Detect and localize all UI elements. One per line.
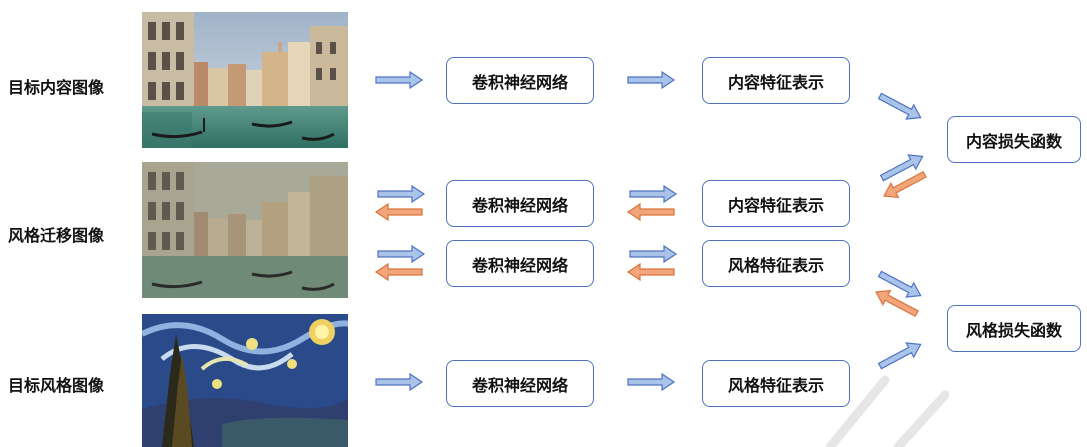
content-feature-box-2: 内容特征表示 [702, 180, 850, 227]
content-loss-box: 内容损失函数 [947, 116, 1081, 163]
transfer-image-label: 风格迁移图像 [8, 226, 105, 245]
style-target-label: 目标风格图像 [8, 376, 105, 395]
content-target-image [142, 12, 348, 148]
style-target-image [142, 314, 348, 447]
content-feature-box-1: 内容特征表示 [702, 57, 850, 104]
cnn-box-4: 卷积神经网络 [446, 360, 594, 407]
cnn-box-1: 卷积神经网络 [446, 57, 594, 104]
style-feature-box-4: 风格特征表示 [702, 360, 850, 407]
cnn-box-3: 卷积神经网络 [446, 240, 594, 287]
content-target-label: 目标内容图像 [8, 78, 105, 97]
style-loss-box: 风格损失函数 [947, 305, 1081, 352]
cnn-box-2: 卷积神经网络 [446, 180, 594, 227]
style-feature-box-3: 风格特征表示 [702, 240, 850, 287]
transfer-image [142, 162, 348, 298]
